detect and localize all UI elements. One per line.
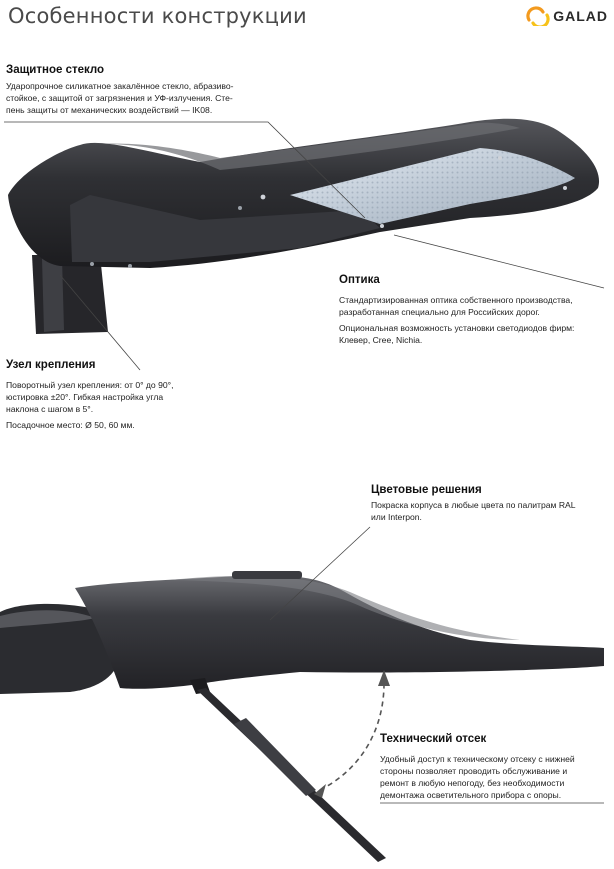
section-color: Цветовые решения Покраска корпуса в любы…	[371, 484, 609, 523]
section-tech-heading: Технический отсек	[380, 733, 487, 745]
text-line: Опциональная возможность установки свето…	[339, 323, 575, 333]
section-mount: Узел крепления Поворотный узел крепления…	[6, 359, 206, 431]
callout-glass	[4, 121, 366, 219]
callout-lines-lower	[269, 526, 604, 804]
pole-adapter	[0, 603, 121, 694]
screw	[563, 186, 567, 190]
text-line: наклона с шагом в 5°.	[6, 404, 94, 414]
screw	[128, 264, 132, 268]
text-line: Стандартизированная оптика собственного …	[339, 295, 573, 305]
text-line: разработанная специально для Российских …	[339, 307, 540, 317]
text-line: пень защиты от механических воздействий …	[6, 105, 213, 115]
section-glass-heading: Защитное стекло	[6, 64, 105, 76]
optic-led-array	[290, 148, 575, 224]
section-color-heading: Цветовые решения	[371, 484, 482, 496]
section-mount-seat: Посадочное место: Ø 50, 60 мм.	[6, 420, 135, 430]
brand-name: GALAD	[553, 8, 608, 24]
section-optics: Оптика Стандартизированная оптика собств…	[339, 274, 611, 346]
callout-optics	[393, 234, 605, 289]
section-tech: Технический отсек Удобный доступ к техни…	[380, 733, 606, 801]
text-line: ремонт в любую непогоду, без необходимос…	[380, 778, 565, 788]
brand-logo: GALAD	[526, 6, 608, 26]
screw	[498, 156, 502, 160]
screw	[238, 206, 242, 210]
housing-top-highlight	[170, 575, 520, 640]
housing-body-side	[75, 575, 604, 689]
section-glass-text: Ударопрочное силикатное закалённое стекл…	[6, 80, 274, 116]
housing-side	[70, 195, 380, 262]
section-optics-text-2: Опциональная возможность установки свето…	[339, 322, 611, 346]
pole-adapter-highlight	[0, 610, 95, 628]
section-tech-text: Удобный доступ к техническому отсеку с н…	[380, 753, 606, 801]
housing-ridge	[80, 122, 520, 170]
section-glass: Защитное стекло Ударопрочное силикатное …	[6, 64, 274, 116]
top-cap	[232, 571, 302, 579]
screw	[380, 224, 384, 228]
text-line: Клевер, Cree, Nichia.	[339, 335, 423, 345]
section-optics-text: Стандартизированная оптика собственного …	[339, 294, 611, 318]
text-line: Поворотный узел крепления: от 0° до 90°,	[6, 380, 174, 390]
text-line: стойкое, с защитой от загрязнения и УФ-и…	[6, 93, 233, 103]
text-line: или Interpon.	[371, 512, 422, 522]
luminaire-top-view	[8, 118, 600, 334]
mount-bracket-highlight	[42, 258, 64, 332]
logo-mark-icon	[526, 6, 550, 26]
section-mount-heading: Узел крепления	[6, 359, 96, 371]
section-mount-text: Поворотный узел крепления: от 0° до 90°,…	[6, 379, 206, 415]
arrow-head-down	[314, 784, 326, 798]
callout-lines-upper	[4, 121, 605, 371]
screw	[90, 262, 94, 266]
text-line: демонтажа осветительного прибора с опоры…	[380, 790, 562, 800]
arrow-head-up	[378, 670, 390, 686]
callout-mount	[59, 274, 141, 371]
text-line: Покраска корпуса в любые цвета по палитр…	[371, 500, 576, 510]
text-line: Удобный доступ к техническому отсеку с н…	[380, 754, 575, 764]
page-title: Особенности конструкции	[8, 4, 307, 28]
text-line: стороны позволяет проводить обслуживание…	[380, 766, 568, 776]
swing-arc	[319, 679, 385, 791]
section-color-text: Покраска корпуса в любые цвета по палитр…	[371, 499, 609, 523]
text-line: Ударопрочное силикатное закалённое стекл…	[6, 81, 234, 91]
luminaire-side-view	[0, 571, 604, 862]
text-line: юстировка ±20°. Гибкая настройка угла	[6, 392, 164, 402]
screw	[260, 194, 266, 200]
compartment-door-rib	[234, 718, 316, 796]
callout-color	[269, 526, 371, 621]
section-optics-heading: Оптика	[339, 274, 380, 286]
